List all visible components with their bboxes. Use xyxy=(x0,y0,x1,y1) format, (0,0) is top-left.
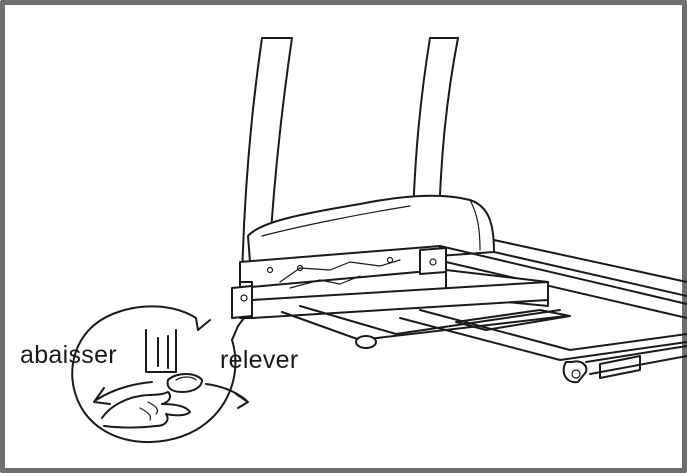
label-lower: abaisser xyxy=(20,341,117,369)
callout-pointer xyxy=(231,317,245,341)
label-raise: relever xyxy=(220,346,299,374)
curved-arrow-right-icon xyxy=(205,383,249,409)
front-frame xyxy=(231,245,447,319)
hand-icon xyxy=(101,391,191,429)
callout-bubble xyxy=(71,305,237,444)
curved-arrow-left-icon xyxy=(93,381,153,405)
lower-frame xyxy=(251,281,687,384)
motor-cover xyxy=(247,194,495,263)
